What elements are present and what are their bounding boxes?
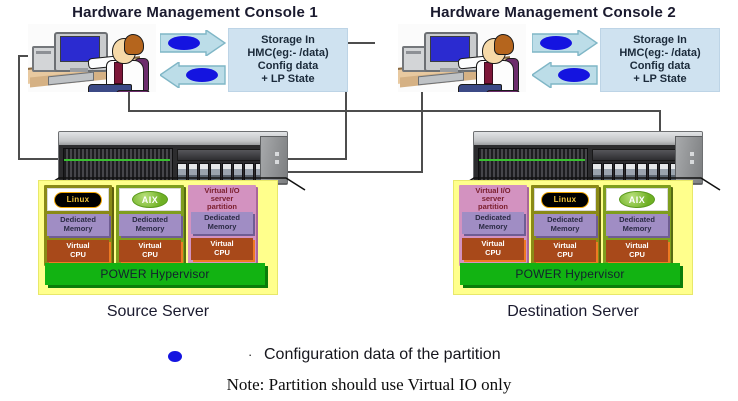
partition-virtual-io-server[interactable]: Virtual I/O server partition Dedicated M… [188,185,256,266]
arrow-left-icon [158,60,226,90]
hmc-1-title: Hardware Management Console 1 [72,4,318,21]
hmc-2-arrow-left [530,60,598,90]
wire-hmc2-to-source-server [288,171,423,173]
operator-legs [458,84,502,92]
source-partitions-row: Linux Dedicated Memory Virtual CPU AIX D… [44,185,256,266]
hmc-2-storage-label: Storage In HMC(eg:- /data) Config data +… [619,34,701,85]
legend-config-data-dot [168,351,182,362]
os-badge-linux: Linux [47,188,109,211]
dedicated-memory-block: Dedicated Memory [462,212,524,234]
arrow-right-icon [159,28,227,58]
arrow-left-icon [530,60,598,90]
virtual-cpu-block: Virtual CPU [119,240,181,262]
tower-drive-slot [36,51,51,54]
virtual-cpu-block: Virtual CPU [191,238,253,260]
config-data-dot [540,36,572,50]
operator-legs [88,84,132,92]
chair-seat [486,90,520,92]
aix-logo: AIX [619,191,655,208]
rack-vent-grill [63,148,173,182]
dedicated-memory-block: Dedicated Memory [47,214,109,236]
destination-partitions-row: Virtual I/O server partition Dedicated M… [459,185,671,266]
dedicated-memory-block: Dedicated Memory [606,214,668,236]
rack-side-panel [260,136,287,184]
legend-label: Configuration data of the partition [264,346,501,363]
monitor-stand [70,68,88,72]
virtual-cpu-block: Virtual CPU [534,240,596,262]
partition-linux[interactable]: Linux Dedicated Memory Virtual CPU [531,185,599,266]
wire-hmc1-storage-to-source [345,42,347,160]
config-data-dot [168,36,200,50]
virtual-cpu-block: Virtual CPU [462,238,524,260]
operator-hair [124,34,144,55]
arrow-right-icon [531,28,599,58]
source-server-hardware [58,131,288,185]
linux-logo: Linux [54,191,102,208]
rack-led [690,152,694,156]
dedicated-memory-block: Dedicated Memory [191,212,253,234]
wire-source-server-right-stub [276,158,346,160]
hmc-2-arrow-right [531,28,599,58]
wire-hmc2-left-join [380,110,424,112]
destination-power-hypervisor: POWER Hypervisor [460,263,680,285]
hmc-2-storage-box: Storage In HMC(eg:- /data) Config data +… [600,28,720,92]
partition-aix[interactable]: AIX Dedicated Memory Virtual CPU [116,185,184,266]
chair-seat [116,90,150,92]
dedicated-memory-block: Dedicated Memory [534,214,596,236]
source-server-caption: Source Server [106,303,210,320]
wire-hmc1-to-source-server [18,158,62,160]
vios-label: Virtual I/O server partition [204,185,240,211]
dedicated-memory-block: Dedicated Memory [119,214,181,236]
hmc-1-arrow-left [158,60,226,90]
partition-aix[interactable]: AIX Dedicated Memory Virtual CPU [603,185,671,266]
hmc-1-storage-label: Storage In HMC(eg:- /data) Config data +… [247,34,329,85]
rack-led [275,160,279,164]
tower-drive-slot [406,51,421,54]
operator-tie [484,62,493,84]
partition-virtual-io-server[interactable]: Virtual I/O server partition Dedicated M… [459,185,527,266]
legend-tick-mark: · [248,347,253,362]
wire-hmc1-left-vertical [18,55,20,159]
wire-hmc1-storage-stub [345,42,375,44]
os-badge-aix: AIX [119,188,181,211]
virtual-cpu-block: Virtual CPU [606,240,668,262]
rack-status-strip [64,159,170,161]
linux-logo: Linux [541,191,589,208]
rack-optical-drive [592,149,678,161]
os-badge-aix: AIX [606,188,668,211]
hmc-2-operator-illustration [398,24,526,92]
rack-top-panel [59,132,287,145]
rack-side-panel [675,136,702,184]
config-data-dot [558,68,590,82]
operator-tie [114,62,123,84]
aix-logo: AIX [132,191,168,208]
rack-optical-drive [177,149,263,161]
wire-hmc1-left-top-stub [18,55,28,57]
os-badge-linux: Linux [534,188,596,211]
rack-top-panel [474,132,702,145]
operator-hair [494,34,514,55]
config-data-dot [186,68,218,82]
monitor-stand [440,68,458,72]
vios-label: Virtual I/O server partition [475,185,511,211]
rack-led [690,160,694,164]
partition-linux[interactable]: Linux Dedicated Memory Virtual CPU [44,185,112,266]
wire-hmc1-bottom-drop [128,92,130,111]
note-label: Note: Partition should use Virtual IO on… [226,375,512,394]
rack-led [275,152,279,156]
hmc-1-operator-illustration [28,24,156,92]
hmc-1-storage-box: Storage In HMC(eg:- /data) Config data +… [228,28,348,92]
destination-server-caption: Destination Server [507,303,639,320]
rack-status-strip [479,159,585,161]
hmc-1-arrow-right [159,28,227,58]
hmc-2-title: Hardware Management Console 2 [430,4,676,21]
wire-hmc2-left-vertical [421,92,423,172]
source-power-hypervisor: POWER Hypervisor [45,263,265,285]
virtual-cpu-block: Virtual CPU [47,240,109,262]
